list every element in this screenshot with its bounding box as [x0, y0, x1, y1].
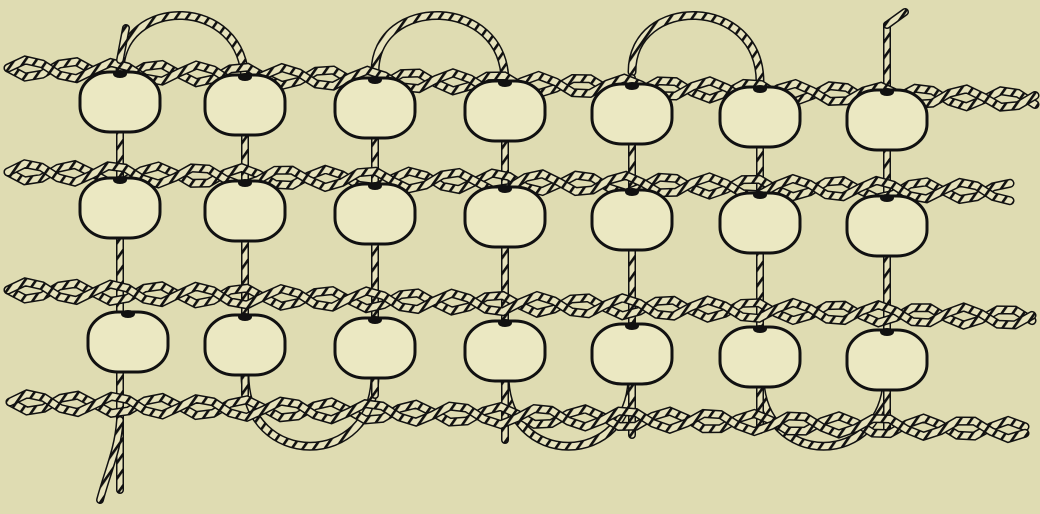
bead-row-1-col-4	[465, 79, 545, 141]
bead-hole	[880, 88, 894, 96]
bead-hole	[368, 316, 382, 324]
bead-hole	[238, 313, 252, 321]
bead-row-2-col-7	[847, 194, 927, 256]
bead-row-3-col-2	[205, 313, 285, 375]
bead-row-3-col-4	[465, 319, 545, 381]
beads	[80, 70, 927, 390]
bead-row-1-col-6	[720, 85, 800, 147]
bead-hole	[498, 79, 512, 87]
bead-hole	[498, 185, 512, 193]
bead-hole	[880, 194, 894, 202]
bead-row-1-col-5	[592, 82, 672, 144]
bead-hole	[368, 76, 382, 84]
bead-row-2-col-2	[205, 179, 285, 241]
bead-body	[80, 178, 160, 238]
bead-body	[720, 327, 800, 387]
bead-body	[847, 90, 927, 150]
bead-body	[80, 72, 160, 132]
bead-body	[88, 312, 168, 372]
bead-body	[847, 196, 927, 256]
bead-hole	[113, 70, 127, 78]
top-loop-3-outline	[632, 15, 760, 82]
bead-hole	[121, 310, 135, 318]
bead-hole	[238, 73, 252, 81]
loose-end-top-right	[887, 12, 905, 25]
bead-row-3-col-7	[847, 328, 927, 390]
bead-hole	[880, 328, 894, 336]
bead-row-3-col-1	[88, 310, 168, 372]
bead-row-3-col-6	[720, 325, 800, 387]
bead-hole	[625, 188, 639, 196]
bead-row-2-col-4	[465, 185, 545, 247]
bead-row-3-col-5	[592, 322, 672, 384]
bead-row-3-col-3	[335, 316, 415, 378]
bead-hole	[753, 191, 767, 199]
bead-row-2-col-1	[80, 176, 160, 238]
bead-body	[205, 181, 285, 241]
bead-hole	[753, 325, 767, 333]
bead-body	[465, 321, 545, 381]
bead-hole	[625, 322, 639, 330]
bead-row-1-col-1	[80, 70, 160, 132]
bead-body	[465, 187, 545, 247]
bead-row-2-col-5	[592, 188, 672, 250]
bead-body	[592, 324, 672, 384]
bead-row-2-col-6	[720, 191, 800, 253]
bead-body	[205, 315, 285, 375]
bead-hole	[625, 82, 639, 90]
bead-hole	[238, 179, 252, 187]
top-loop-3	[632, 15, 760, 82]
bead-body	[335, 78, 415, 138]
bead-body	[720, 193, 800, 253]
bead-body	[847, 330, 927, 390]
bead-hole	[368, 182, 382, 190]
bead-body	[465, 81, 545, 141]
bead-hole	[753, 85, 767, 93]
bead-hole	[113, 176, 127, 184]
bead-body	[205, 75, 285, 135]
bead-row-1-col-2	[205, 73, 285, 135]
bead-body	[592, 84, 672, 144]
bead-body	[592, 190, 672, 250]
bead-body	[335, 184, 415, 244]
bead-row-2-col-3	[335, 182, 415, 244]
bead-row-1-col-7	[847, 88, 927, 150]
bead-row-1-col-3	[335, 76, 415, 138]
bead-body	[335, 318, 415, 378]
bead-body	[720, 87, 800, 147]
bead-hole	[498, 319, 512, 327]
